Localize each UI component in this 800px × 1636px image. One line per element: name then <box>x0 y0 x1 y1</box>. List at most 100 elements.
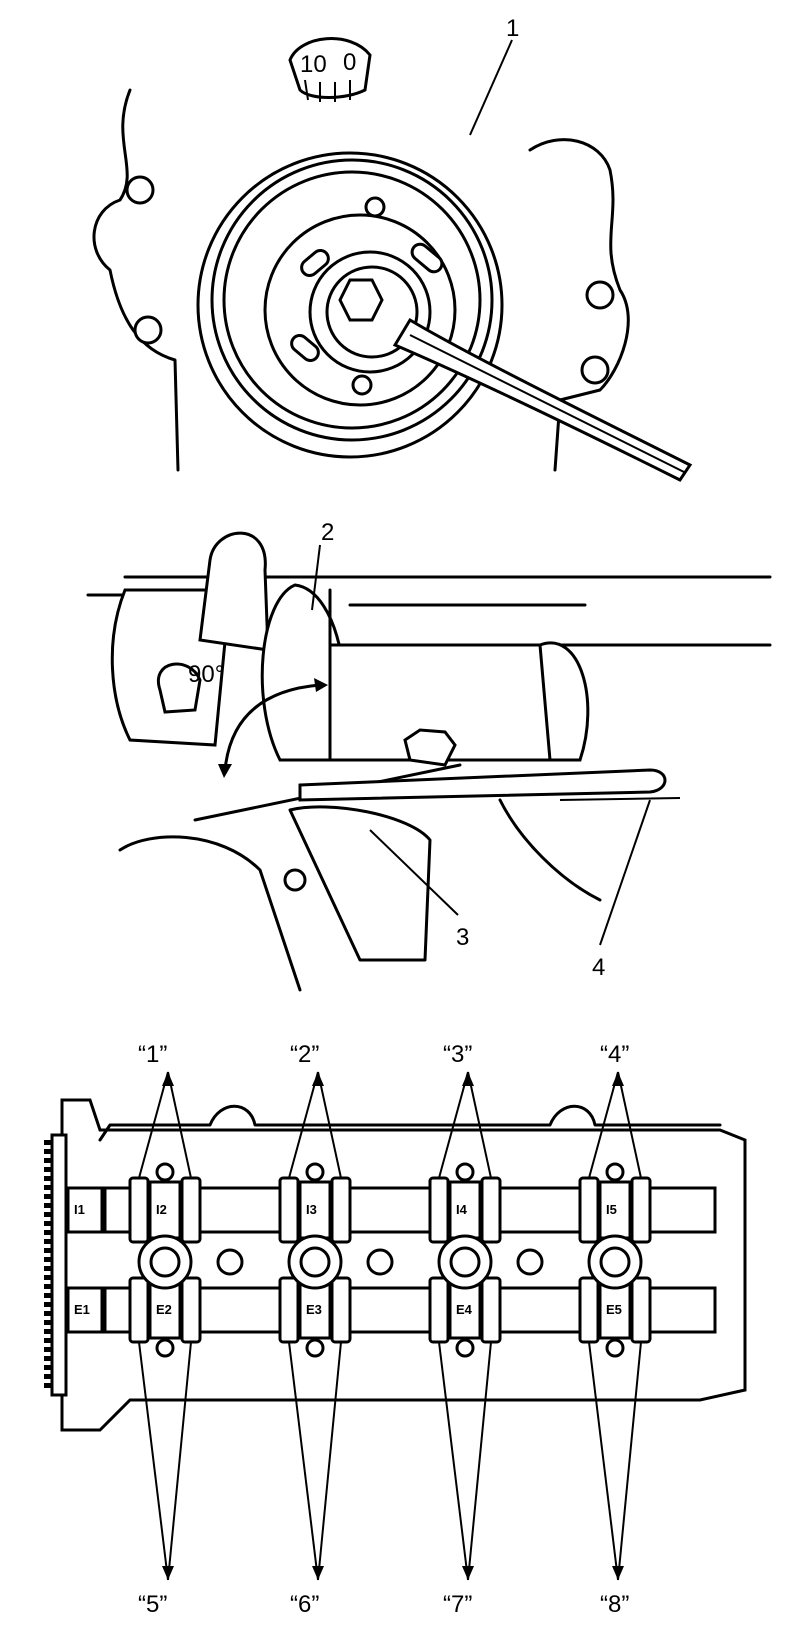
cam-journal <box>278 1176 300 1244</box>
cap-mark: I3 <box>306 1202 317 1217</box>
gear-tooth <box>44 1302 56 1307</box>
cam-journal <box>330 1276 352 1344</box>
spark-plug-hole <box>149 1246 181 1278</box>
leader-line <box>469 39 513 136</box>
label-bottom-8: “8” <box>600 1591 629 1618</box>
gear-tooth <box>44 1221 56 1226</box>
cam-journal <box>578 1176 600 1244</box>
cap-bolt <box>605 1162 625 1182</box>
cap-bolt <box>155 1338 175 1358</box>
cap-bolt <box>605 1338 625 1358</box>
engine-block-outline-left <box>92 88 180 472</box>
gear-tooth <box>44 1275 56 1280</box>
label-top-4: “4” <box>600 1041 629 1068</box>
leader-line <box>599 799 651 946</box>
gear-tooth <box>44 1329 56 1334</box>
cam-journal <box>128 1176 150 1244</box>
leader-line <box>617 1071 642 1179</box>
gear-tooth <box>44 1374 56 1379</box>
cap-mark: I4 <box>456 1202 468 1217</box>
bolt-hole <box>516 1248 544 1276</box>
wrench-icon <box>298 768 667 802</box>
leader-line <box>317 1341 342 1581</box>
arrowhead <box>612 1566 624 1580</box>
gear-tooth <box>44 1167 56 1172</box>
callout-1: 1 <box>506 15 519 42</box>
cam-journal <box>278 1276 300 1344</box>
label-top-1: “1” <box>138 1041 167 1068</box>
gear-tooth <box>44 1320 56 1325</box>
cam-journal <box>428 1276 450 1344</box>
cap-bolt <box>455 1162 475 1182</box>
cap-group-labels: “1” “2” “3” “4” “5” “6” “7” “8” <box>138 1041 629 1618</box>
leader-line <box>167 1341 192 1581</box>
arrowhead <box>462 1072 474 1086</box>
cap-mark: I1 <box>74 1202 85 1217</box>
label-bottom-6: “6” <box>290 1591 319 1618</box>
dial-mark: 0 <box>343 49 356 76</box>
callout-4: 4 <box>592 954 605 981</box>
angle-label: 90° <box>188 661 224 688</box>
arrowhead <box>312 1072 324 1086</box>
gear-tooth <box>44 1266 56 1271</box>
gear-tooth <box>44 1257 56 1262</box>
gear-tooth <box>44 1230 56 1235</box>
leader-line <box>369 829 459 916</box>
crank-bolt <box>338 278 384 322</box>
cap-mark: E2 <box>156 1302 172 1317</box>
gear-tooth <box>44 1383 56 1388</box>
callout-3: 3 <box>456 924 469 951</box>
front-cap <box>66 1186 104 1234</box>
gear-tooth <box>44 1176 56 1181</box>
cam-journal <box>630 1276 652 1344</box>
gear-tooth <box>44 1338 56 1343</box>
label-bottom-5: “5” <box>138 1591 167 1618</box>
label-top-2: “2” <box>290 1041 319 1068</box>
camshaft-figure: 90° 2 3 4 <box>86 519 772 992</box>
label-bottom-7: “7” <box>443 1591 472 1618</box>
spark-plug-hole <box>299 1246 331 1278</box>
gear-tooth <box>44 1365 56 1370</box>
bearing-cap <box>448 1280 482 1340</box>
arrowhead <box>312 1566 324 1580</box>
leader-line <box>588 1341 619 1581</box>
leader-line <box>438 1071 469 1179</box>
cap-mark: E4 <box>456 1302 473 1317</box>
timing-gear <box>50 1133 68 1397</box>
spark-plug-well <box>137 1234 193 1290</box>
engine-block-outline-right <box>528 138 630 472</box>
leader-line <box>617 1341 642 1581</box>
crank-pulley-figure: 10 0 1 <box>92 15 693 482</box>
cap-bolt <box>155 1162 175 1182</box>
bolt-icon <box>133 315 163 345</box>
bolt-icon <box>585 280 615 310</box>
arrowhead <box>162 1072 174 1086</box>
bolt-icon <box>580 355 610 385</box>
leader-line <box>467 1341 492 1581</box>
cam-journal <box>480 1276 502 1344</box>
gear-tooth <box>44 1158 56 1163</box>
arrowhead <box>462 1566 474 1580</box>
arrowhead <box>612 1072 624 1086</box>
hex-bolt <box>403 728 457 767</box>
gear-tooth <box>44 1356 56 1361</box>
bolt-hole <box>216 1248 244 1276</box>
gear-tooth <box>44 1311 56 1316</box>
cam-journal <box>180 1276 202 1344</box>
cam-journal <box>180 1176 202 1244</box>
leader-line <box>167 1071 192 1179</box>
gear-tooth <box>44 1194 56 1199</box>
leader-line <box>317 1071 342 1179</box>
cam-journal <box>428 1176 450 1244</box>
leader-line <box>467 1071 492 1179</box>
gear-tooth <box>44 1284 56 1289</box>
callout-2: 2 <box>321 519 334 546</box>
leader-line <box>138 1341 169 1581</box>
cam-journal <box>128 1276 150 1344</box>
spark-plug-well <box>287 1234 343 1290</box>
gear-tooth <box>44 1203 56 1208</box>
gear-tooth <box>44 1149 56 1154</box>
bolt-icon <box>125 175 155 205</box>
cam-journal <box>630 1176 652 1244</box>
